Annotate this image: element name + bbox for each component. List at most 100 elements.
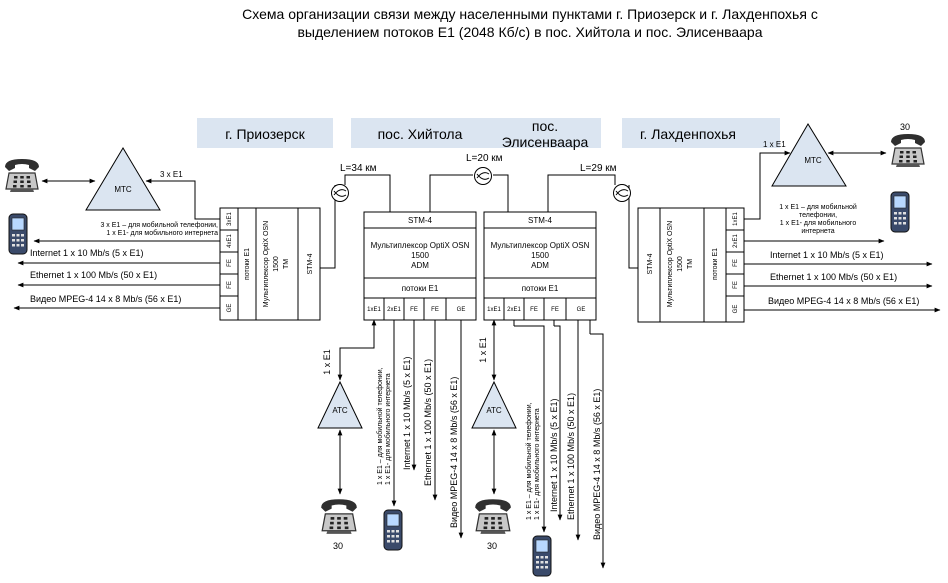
fiber-coupler-1 xyxy=(331,184,349,202)
multiplexer-adm-khiytola xyxy=(363,211,477,321)
port-fe-2: FE xyxy=(227,281,233,289)
adm2-stm-label: STM-4 xyxy=(528,216,553,225)
elisenvaara-e1-label: 1 x E1 xyxy=(478,337,488,363)
title-line-1: Схема организации связи между населенным… xyxy=(242,6,818,22)
link-length-3: L=29 км xyxy=(580,163,617,174)
khiytola-e1-label: 1 x E1 xyxy=(322,349,332,375)
adm1-stm-label: STM-4 xyxy=(408,216,433,225)
tm-name-3: TM xyxy=(283,259,290,269)
link-length-2: L=20 км xyxy=(466,153,503,164)
section-lakhdenpokhya-label: г. Лахденпохья xyxy=(640,126,736,142)
elisenvaara-mobile-desc-1: 1 x E1 – для мобильной телефонии, xyxy=(525,402,533,520)
adm2-name-1: Мультиплексор OptiX OSN xyxy=(491,241,590,250)
adm1-port-2xe1: 2xE1 xyxy=(387,307,401,313)
tm-name-2: 1500 xyxy=(273,256,280,272)
elisenvaara-mobile-desc-2: 1 x E1- для мобильного интернета xyxy=(533,408,541,520)
right-mobile-desc-2: телефонии, xyxy=(799,212,837,219)
left-mobile-icon xyxy=(8,213,28,255)
right-ethernet-label: Ethernet 1 x 100 Mb/s (50 x E1) xyxy=(770,272,897,282)
elisenvaara-mobile-icon xyxy=(532,535,552,577)
tm-stm-label: STM-4 xyxy=(307,253,314,274)
port-ge: GE xyxy=(227,304,233,313)
adm2-port-fe-2: FE xyxy=(551,307,559,313)
khiytola-internet-label: Internet 1 x 10 Mb/s (5 x E1) xyxy=(402,356,412,470)
elisenvaara-atc-label: АТС xyxy=(486,406,502,415)
right-phone-count: 30 xyxy=(900,122,910,132)
right-mts-label: МТС xyxy=(804,156,822,165)
right-mts-node xyxy=(771,123,847,187)
left-mobile-desc-1: 3 x E1 – для мобильной телефонии, xyxy=(100,221,218,229)
khiytola-video-label: Видео MPEG-4 14 x 8 Mb/s (56 x E1) xyxy=(449,377,459,528)
khiytola-mobile-desc-2: 1 x E1- для мобильного интернета xyxy=(384,373,392,485)
right-mobile-desc-4: интернета xyxy=(801,228,834,235)
title-line-2: выделением потоков Е1 (2048 Кб/с) в пос.… xyxy=(297,24,762,40)
section-elisenvaara-label-1: пос. xyxy=(532,118,558,134)
khiytola-mobile-icon xyxy=(383,509,403,551)
link-length-1: L=34 км xyxy=(340,163,377,174)
adm2-streams-label: потоки Е1 xyxy=(522,284,559,293)
adm1-port-ge: GE xyxy=(457,307,466,313)
adm2-port-1xe1: 1xE1 xyxy=(487,307,501,313)
left-mts-link xyxy=(145,178,220,220)
right-port-fe-1: FE xyxy=(733,259,739,267)
fiber-backbone xyxy=(320,174,638,269)
adm1-name-3: ADM xyxy=(411,261,429,270)
right-phone-icon xyxy=(890,133,926,168)
right-internet-label: Internet 1 x 10 Mb/s (5 x E1) xyxy=(770,250,884,260)
right-mobile-icon xyxy=(890,191,910,233)
multiplexer-tm-priozersk xyxy=(219,207,321,321)
section-priozersk: г. Приозерск xyxy=(197,118,333,148)
adm2-name-2: 1500 xyxy=(531,251,549,260)
right-port-ge: GE xyxy=(733,305,739,314)
elisenvaara-video-link xyxy=(590,333,606,569)
left-mobile-desc-2: 1 x E1- для мобильного интернета xyxy=(106,229,218,237)
right-port-2xe1: 2xE1 xyxy=(733,234,739,248)
left-mts-node xyxy=(85,147,161,211)
khiytola-atc-label: АТС xyxy=(332,406,348,415)
elisenvaara-internet-label: Internet 1 x 10 Mb/s (5 x E1) xyxy=(549,398,559,512)
left-ethernet-label: Ethernet 1 x 100 Mb/s (50 x E1) xyxy=(30,270,157,280)
right-port-fe-2: FE xyxy=(733,281,739,289)
right-mobile-desc-1: 1 x E1 – для мобильной xyxy=(779,203,857,211)
khiytola-atc-node xyxy=(317,380,363,429)
adm1-port-fe-1: FE xyxy=(410,307,418,313)
adm2-port-2xe1: 2xE1 xyxy=(507,307,521,313)
section-khiytola-label: пос. Хийтола xyxy=(378,126,463,142)
section-lakhdenpokhya: г. Лахденпохья xyxy=(622,118,780,148)
adm1-port-1xe1: 1xE1 xyxy=(367,307,381,313)
multiplexer-adm-elisenvaara xyxy=(483,211,597,321)
left-mts-label: МТС xyxy=(114,185,132,194)
right-mts-link xyxy=(744,150,791,220)
right-tm-stm-label: STM-4 xyxy=(647,253,654,274)
adm2-port-fe-1: FE xyxy=(530,307,538,313)
elisenvaara-internet-link xyxy=(554,325,563,521)
adm2-port-ge: GE xyxy=(577,307,586,313)
tm-streams-label: потоки Е1 xyxy=(244,248,251,280)
right-tm-name-2: 1500 xyxy=(677,256,684,272)
elisenvaara-ethernet-label: Ethernet 1 x 100 Mb/s (50 x E1) xyxy=(566,393,576,520)
right-mobile-desc-3: 1 x E1- для мобильного xyxy=(780,219,857,227)
port-fe-1: FE xyxy=(227,259,233,267)
section-khiytola-elisenvaara: пос. Хийтола пос. Элисенваара xyxy=(351,118,601,150)
elisenvaara-atc-node xyxy=(471,380,517,429)
port-3xe1: 3xE1 xyxy=(227,212,233,226)
right-tm-name-1: Мультиплексор OptiX OSN xyxy=(667,221,674,307)
fiber-coupler-2 xyxy=(474,167,492,185)
fiber-coupler-3 xyxy=(613,184,631,202)
adm1-name-2: 1500 xyxy=(411,251,429,260)
right-mts-e1: 1 x E1 xyxy=(763,140,786,149)
left-phone-icon xyxy=(4,158,40,193)
section-elisenvaara-label-2: Элисенваара xyxy=(502,134,589,150)
elisenvaara-mobile-link xyxy=(514,325,547,533)
elisenvaara-phone-count: 30 xyxy=(487,541,497,551)
adm1-streams-label: потоки Е1 xyxy=(402,284,439,293)
right-port-1xe1: 1xE1 xyxy=(733,212,739,226)
multiplexer-tm-lakhdenpokhya xyxy=(637,207,745,323)
left-internet-label: Internet 1 x 10 Mb/s (5 x E1) xyxy=(30,248,144,258)
right-tm-streams-label: потоки Е1 xyxy=(712,248,719,280)
khiytola-ethernet-label: Ethernet 1 x 100 Mb/s (50 x E1) xyxy=(423,359,433,486)
port-4xe1: 4xE1 xyxy=(227,234,233,248)
section-priozersk-label: г. Приозерск xyxy=(225,126,305,142)
adm1-port-fe-2: FE xyxy=(431,307,439,313)
